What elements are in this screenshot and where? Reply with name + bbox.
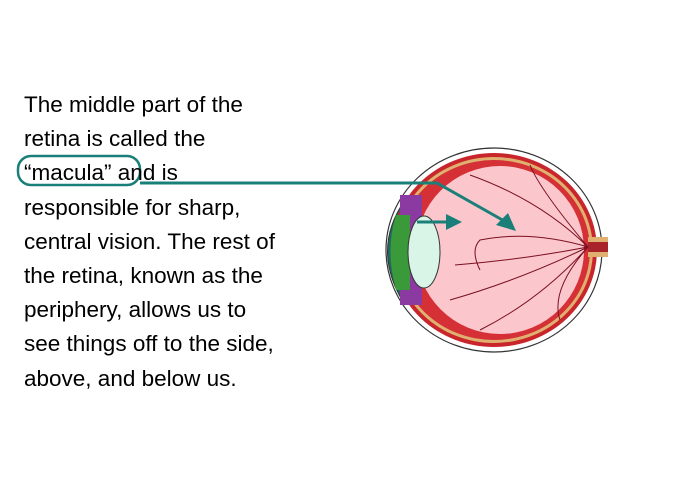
iris [390,215,410,290]
blood-vessels [449,164,589,331]
text-line: central vision. The rest of [24,228,275,254]
callout-line [140,181,507,224]
text-line: the retina, known as the [24,263,263,289]
macula-arrowhead [496,213,516,231]
description-text: The middle part of the retina is called … [24,88,275,396]
text-line: see things off to the side, [24,331,274,357]
text-fragment: and is [117,160,178,186]
text-line: responsible for sharp, [24,194,241,220]
text-line: retina is called the [24,126,206,152]
text-line: The middle part of the [24,92,243,117]
light-arrowhead [446,214,462,230]
macula-term: “macula” [24,160,112,186]
retina [416,166,584,334]
text-line: above, and below us. [24,365,237,391]
text-line: “macula” and is [24,156,275,190]
macula-highlight [16,154,142,187]
eyeball [385,147,608,353]
lens [407,215,441,289]
text-line: periphery, allows us to [24,297,247,323]
